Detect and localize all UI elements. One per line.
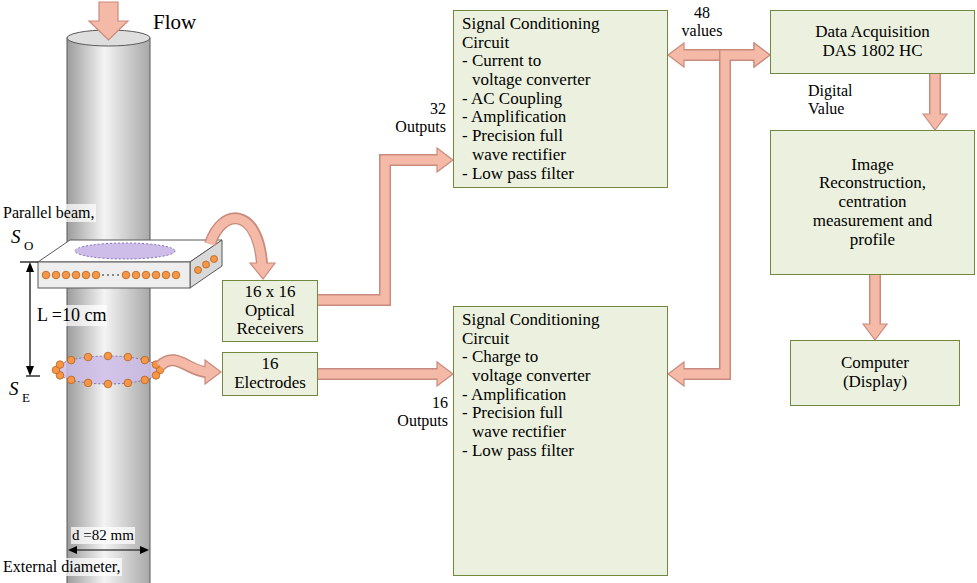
beam-slab-front bbox=[38, 262, 190, 288]
block-arrow bbox=[863, 275, 887, 340]
sensor-arrow-fill bbox=[210, 219, 262, 266]
sensor-dot bbox=[52, 271, 60, 279]
sensor-dot bbox=[152, 271, 160, 279]
bullet-text: - Precision full wave rectifier bbox=[462, 127, 592, 164]
arrow-fill bbox=[871, 275, 880, 327]
bullet-text: - AC Coupling bbox=[462, 90, 592, 109]
process-box: Image Reconstruction, centration measure… bbox=[770, 130, 975, 275]
edge-label: Digital Value bbox=[808, 82, 880, 119]
annotation-label: Parallel beam, bbox=[2, 204, 96, 222]
sensor-dot bbox=[62, 271, 70, 279]
dimension-arrowhead bbox=[140, 546, 149, 554]
arrow-fill bbox=[318, 370, 440, 379]
annotation-label: Flow bbox=[152, 10, 197, 34]
diameter-line bbox=[72, 549, 145, 550]
bullet-text: - Amplification bbox=[462, 108, 592, 127]
annotation-label: O bbox=[23, 239, 34, 254]
electrode-dot bbox=[84, 353, 92, 361]
sensor-dot bbox=[92, 271, 100, 279]
box-text: 16 x 16 Optical Receivers bbox=[228, 283, 312, 339]
process-box: Signal Conditioning Circuit- Current to … bbox=[453, 10, 668, 188]
sensor-dot bbox=[203, 261, 210, 268]
electrode-dot bbox=[124, 379, 132, 387]
dimension-tick bbox=[26, 375, 40, 376]
process-box: Data Acquisition DAS 1802 HC bbox=[770, 10, 975, 74]
gap-dot bbox=[112, 274, 114, 276]
arrow-fill bbox=[318, 160, 440, 300]
bullet-text: - Low pass filter bbox=[462, 442, 592, 461]
annotation-label: S bbox=[8, 378, 20, 400]
dimension-arrowhead bbox=[68, 546, 77, 554]
dimension-line bbox=[29, 266, 30, 372]
arrow-outline bbox=[318, 160, 438, 300]
sensor-dot bbox=[82, 271, 90, 279]
electrode-dot bbox=[141, 376, 149, 384]
bullet-text: - Charge to voltage converter bbox=[462, 348, 592, 385]
annotation-label: L =10 cm bbox=[36, 305, 107, 326]
box-text: Image Reconstruction, centration measure… bbox=[803, 156, 943, 249]
edge-label: 32 Outputs bbox=[386, 100, 446, 137]
flow-arrow bbox=[89, 2, 128, 40]
process-box: Computer (Display) bbox=[790, 340, 960, 406]
gap-dot bbox=[107, 274, 109, 276]
electrode-dot bbox=[67, 376, 75, 384]
arrow-fill bbox=[681, 55, 757, 374]
bullet-text: - Amplification bbox=[462, 386, 592, 405]
annotation-label: d =82 mm bbox=[71, 527, 135, 544]
sensor-dot bbox=[142, 271, 150, 279]
electrode-dot bbox=[56, 361, 64, 369]
block-arrow bbox=[923, 74, 947, 130]
electrode-ring bbox=[56, 356, 160, 384]
arrow-outline bbox=[683, 55, 755, 374]
annotation-label: S bbox=[10, 226, 22, 248]
optical-sensor-dots bbox=[42, 256, 217, 279]
electrode-dot bbox=[124, 353, 132, 361]
beam-cross-section bbox=[75, 243, 175, 259]
electrode-dot bbox=[84, 379, 92, 387]
edge-label: 16 Outputs bbox=[388, 394, 448, 431]
block-arrow bbox=[318, 362, 453, 386]
beam-slab-side bbox=[190, 240, 222, 288]
dotted-gap bbox=[102, 274, 119, 276]
arrow-fill bbox=[931, 74, 940, 117]
electrode-dot bbox=[67, 356, 75, 364]
electrode-arrow-fill bbox=[160, 360, 208, 372]
electrode-dot bbox=[141, 356, 149, 364]
block-arrow bbox=[318, 148, 453, 300]
electrode-dot bbox=[152, 372, 160, 380]
annotation-label: External diameter, bbox=[2, 558, 122, 576]
electrode-dots bbox=[52, 352, 164, 388]
sensor-dot bbox=[211, 256, 218, 263]
process-box: 16 Electrodes bbox=[222, 352, 318, 396]
gap-dot bbox=[117, 274, 119, 276]
box-text: Computer (Display) bbox=[825, 354, 925, 391]
bullet-text: - Current to voltage converter bbox=[462, 52, 592, 89]
electrode-dot bbox=[104, 352, 112, 360]
box-text: Data Acquisition DAS 1802 HC bbox=[808, 23, 938, 60]
dimension-arrowhead bbox=[26, 366, 34, 376]
box-text: 16 Electrodes bbox=[230, 355, 310, 392]
edge-label: 48 values bbox=[677, 4, 727, 41]
dimension-arrowhead bbox=[26, 262, 34, 272]
process-box: Signal Conditioning Circuit- Charge to v… bbox=[453, 306, 668, 576]
sensor-dot bbox=[72, 271, 80, 279]
process-box: 16 x 16 Optical Receivers bbox=[222, 280, 318, 342]
bullet-text: - Low pass filter bbox=[462, 165, 592, 184]
dimension-tick bbox=[20, 261, 38, 262]
sensor-dot bbox=[42, 271, 50, 279]
sensor-dot bbox=[132, 271, 140, 279]
box-text: Signal Conditioning Circuit bbox=[462, 15, 622, 52]
sensor-dot bbox=[122, 271, 130, 279]
sensor-dot bbox=[172, 271, 180, 279]
electrode-dot bbox=[104, 380, 112, 388]
block-arrow bbox=[668, 43, 770, 386]
box-text: Signal Conditioning Circuit bbox=[462, 311, 622, 348]
bullet-text: - Precision full wave rectifier bbox=[462, 404, 592, 441]
sensor-dot bbox=[195, 267, 202, 274]
annotation-label: E bbox=[21, 391, 31, 406]
sensor-dot bbox=[162, 271, 170, 279]
gap-dot bbox=[102, 274, 104, 276]
